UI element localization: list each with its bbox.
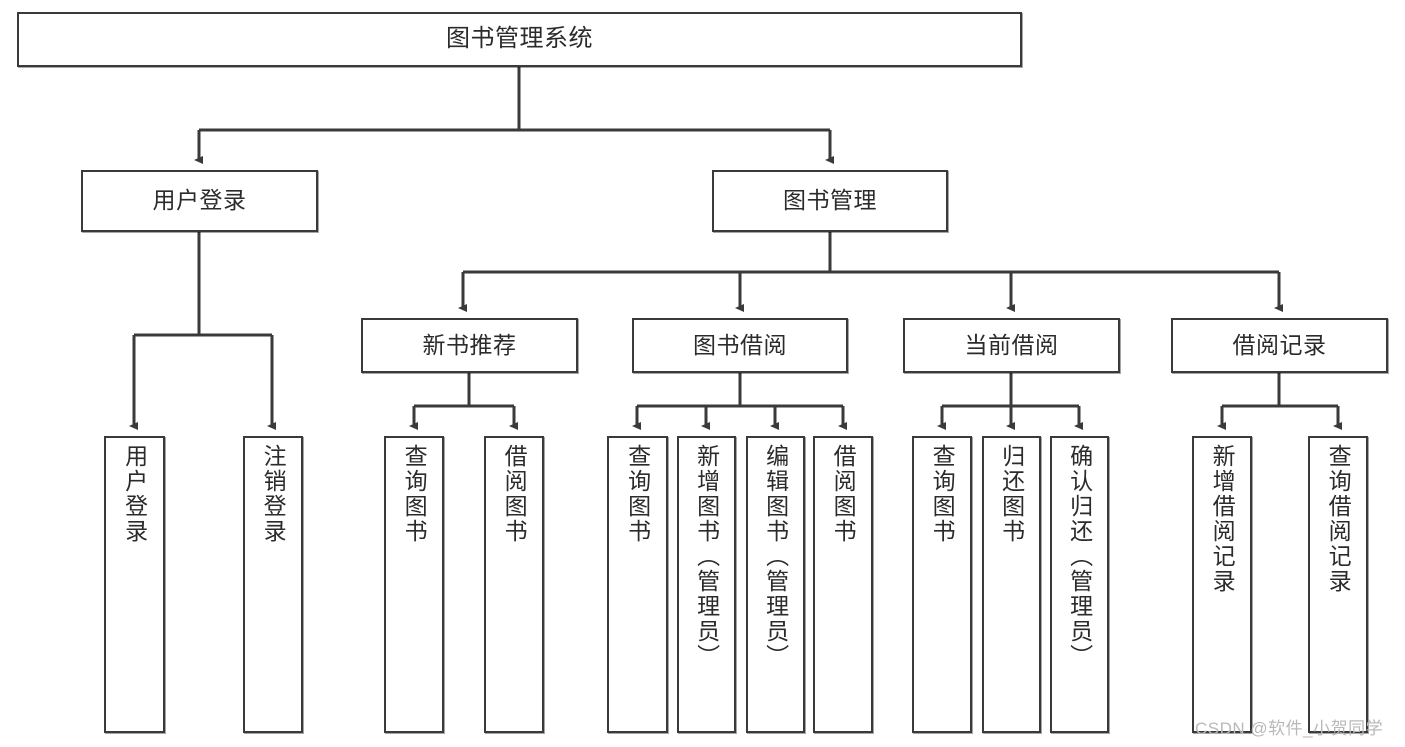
- node-label: 图书管理系统: [446, 25, 593, 53]
- node-label: 编辑图书（管理员）: [762, 444, 789, 669]
- node-book-borrow[interactable]: 图书借阅: [632, 318, 848, 373]
- node-label: 图书管理: [783, 187, 877, 214]
- leaf-return-book[interactable]: 归还图书: [982, 436, 1041, 733]
- csdn-watermark: CSDN @软件_小贺同学: [1195, 719, 1384, 738]
- node-label: 新增借阅记录: [1209, 444, 1236, 594]
- node-user-login[interactable]: 用户登录: [81, 170, 318, 232]
- node-book-management[interactable]: 图书管理: [712, 170, 948, 232]
- node-label: 确认归还（管理员）: [1066, 444, 1093, 669]
- leaf-edit-book[interactable]: 编辑图书（管理员）: [746, 436, 805, 733]
- node-book-management-system[interactable]: 图书管理系统: [17, 12, 1022, 67]
- node-label: 图书借阅: [693, 331, 787, 358]
- leaf-borrow-book-borrow[interactable]: 借阅图书: [813, 436, 873, 733]
- leaf-add-borrow-record[interactable]: 新增借阅记录: [1192, 436, 1252, 733]
- node-label: 借阅记录: [1232, 331, 1327, 358]
- leaf-borrow-book-new-recommend[interactable]: 借阅图书: [484, 436, 544, 733]
- node-label: 查询借阅记录: [1325, 444, 1352, 594]
- node-label: 用户登录: [121, 444, 148, 544]
- leaf-query-book-current[interactable]: 查询图书: [912, 436, 972, 733]
- node-label: 当前借阅: [964, 331, 1059, 358]
- leaf-user-login[interactable]: 用户登录: [104, 436, 165, 733]
- leaf-confirm-return[interactable]: 确认归还（管理员）: [1050, 436, 1109, 733]
- node-new-book-recommend[interactable]: 新书推荐: [361, 318, 578, 373]
- node-label: 注销登录: [260, 444, 287, 544]
- node-label: 查询图书: [401, 444, 428, 544]
- node-label: 借阅图书: [830, 444, 857, 544]
- node-label: 新增图书（管理员）: [693, 444, 720, 669]
- node-borrow-record[interactable]: 借阅记录: [1171, 318, 1388, 373]
- node-label: 查询图书: [929, 444, 956, 544]
- leaf-query-book-new-recommend[interactable]: 查询图书: [384, 436, 444, 733]
- node-label: 新书推荐: [422, 331, 517, 358]
- leaf-query-borrow-record[interactable]: 查询借阅记录: [1308, 436, 1368, 733]
- node-label: 借阅图书: [501, 444, 528, 544]
- node-current-borrow[interactable]: 当前借阅: [903, 318, 1120, 373]
- node-label: 归还图书: [998, 444, 1025, 544]
- node-label: 查询图书: [624, 444, 651, 544]
- leaf-add-book[interactable]: 新增图书（管理员）: [677, 436, 736, 733]
- leaf-query-book-borrow[interactable]: 查询图书: [607, 436, 668, 733]
- node-label: 用户登录: [152, 187, 247, 214]
- leaf-logout-login[interactable]: 注销登录: [243, 436, 303, 733]
